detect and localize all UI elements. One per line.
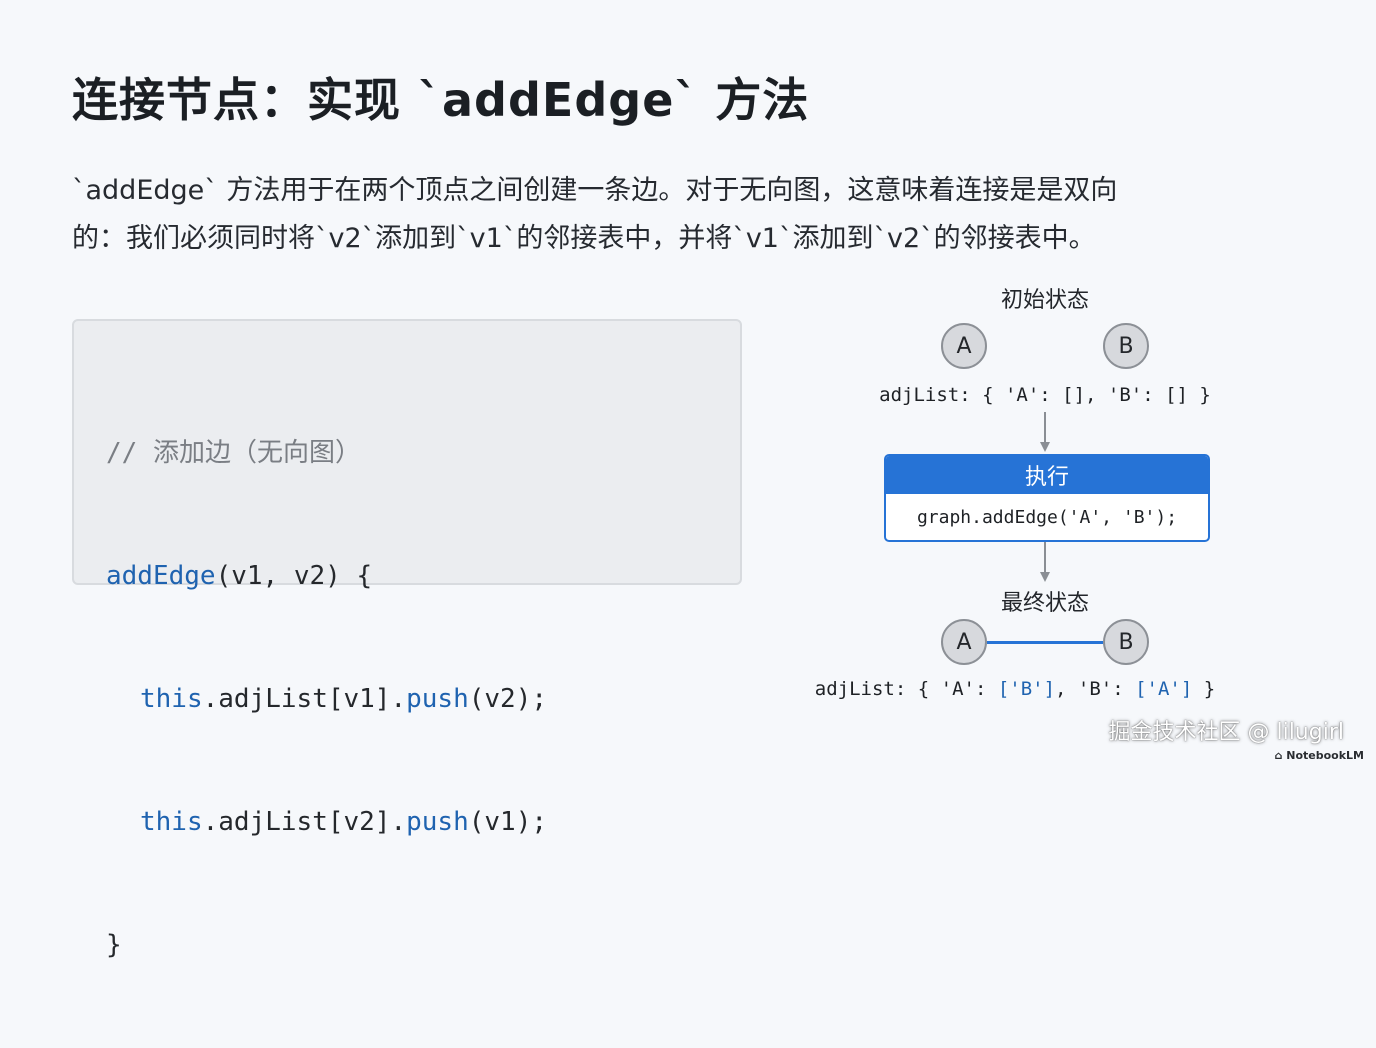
watermark: 掘金技术社区 @ lilugirl [1108, 720, 1344, 745]
final-adjlist-value-a: ['B'] [997, 678, 1056, 700]
final-node-b: B [1103, 619, 1149, 665]
execute-code: graph.addEdge('A', 'B'); [916, 506, 1178, 528]
final-adjlist-text: adjList: { 'A': [814, 678, 998, 700]
notebooklm-logo-icon: ⌂ [1274, 749, 1287, 762]
code-member: .adjList[v1]. [202, 684, 407, 714]
graph-diagram: 初始状态 A B adjList: { 'A': [], 'B': [] } 执… [815, 270, 1270, 720]
code-line-signature: addEdge(v1, v2) { [106, 556, 547, 597]
code-method-push: push [406, 684, 469, 714]
code-content: // 添加边（无向图） addEdge(v1, v2) { this.adjLi… [106, 351, 547, 1048]
slide-title: 连接节点：实现 `addEdge` 方法 [72, 73, 810, 127]
description: `addEdge` 方法用于在两个顶点之间创建一条边。对于无向图，这意味着连接是… [72, 167, 1302, 263]
arrow-down-icon [1040, 412, 1050, 452]
notebooklm-label: NotebookLM [1286, 749, 1364, 762]
code-comment: // 添加边（无向图） [106, 438, 361, 468]
code-line-push-2: this.adjList[v2].push(v1); [106, 802, 547, 843]
initial-adjlist: adjList: { 'A': [], 'B': [] } [879, 384, 1211, 406]
final-state-label: 最终状态 [1000, 591, 1089, 616]
initial-node-a: A [941, 323, 987, 369]
description-line-2: 的：我们必须同时将`v2`添加到`v1`的邻接表中，并将`v1`添加到`v2`的… [72, 223, 1096, 254]
final-adjlist: adjList: { 'A': ['B'], 'B': ['A'] } [800, 678, 1230, 700]
code-line-push-1: this.adjList[v1].push(v2); [106, 679, 547, 720]
execute-box: 执行 graph.addEdge('A', 'B'); [884, 454, 1210, 542]
code-keyword-this: this [140, 684, 203, 714]
code-keyword-this: this [140, 807, 203, 837]
execute-header: 执行 [886, 456, 1208, 494]
code-args: (v1); [468, 807, 548, 837]
code-close-brace: } [106, 930, 122, 960]
final-adjlist-value-b: ['A'] [1135, 678, 1193, 700]
graph-edge-a-b [987, 641, 1103, 644]
initial-state-label: 初始状态 [1000, 288, 1089, 313]
final-node-a: A [941, 619, 987, 665]
code-block: // 添加边（无向图） addEdge(v1, v2) { this.adjLi… [72, 319, 742, 960]
final-adjlist-text: } [1192, 678, 1216, 700]
code-method-push: push [406, 807, 469, 837]
initial-node-b: B [1103, 323, 1149, 369]
code-member: .adjList[v2]. [202, 807, 407, 837]
notebooklm-brand: ⌂ NotebookLM [1275, 749, 1364, 762]
final-adjlist-text: , 'B': [1055, 678, 1136, 700]
description-line-1: `addEdge` 方法用于在两个顶点之间创建一条边。对于无向图，这意味着连接是… [72, 175, 1118, 206]
arrow-down-icon [1040, 542, 1050, 582]
code-function-name: addEdge [106, 561, 216, 591]
code-args: (v2); [468, 684, 548, 714]
code-function-params: (v1, v2) { [215, 561, 373, 591]
